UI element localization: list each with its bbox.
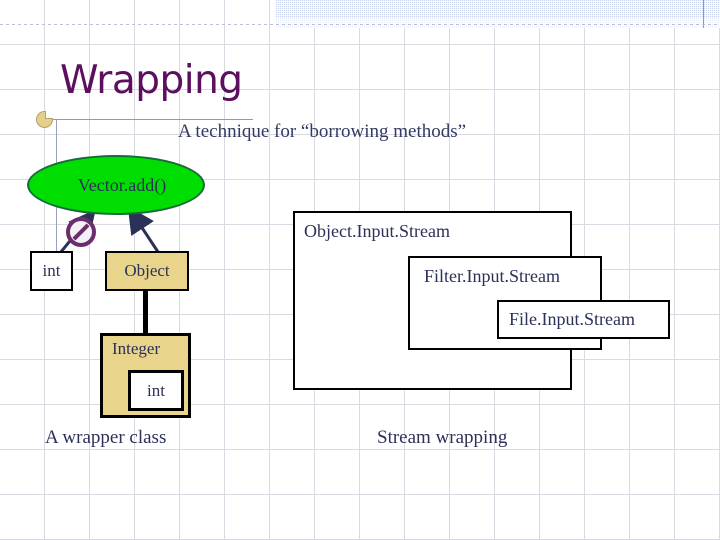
vector-add-ellipse: Vector.add() [27,155,205,215]
box-filter-input-stream-label: Filter.Input.Stream [424,266,560,286]
box-object-label: Object [124,261,170,280]
header-band-vertical-rule [703,0,704,28]
box-object-input-stream-label: Object.Input.Stream [304,221,450,241]
caption-stream-wrapping: Stream wrapping [377,427,508,448]
bullet-dot-icon [36,111,53,128]
ellipse-label: Vector.add() [77,174,167,195]
box-file-input-stream-label: File.Input.Stream [509,309,635,329]
box-int-top-label: int [42,261,61,280]
box-int-nested: int [128,370,184,411]
caption-wrapper-class: A wrapper class [45,427,167,448]
header-band [275,0,720,18]
no-entry-icon [66,217,96,247]
box-integer-label: Integer [112,339,161,358]
bullet-rule [48,119,253,120]
box-object: Object [105,251,189,291]
subtitle: A technique for “borrowing methods” [178,121,467,142]
header-band-horizontal-rule [0,24,720,25]
header-band-lower [275,18,720,28]
box-file-input-stream: File.Input.Stream [497,300,670,339]
box-int-nested-label: int [147,380,165,400]
object-integer-connector [143,291,148,333]
page-title: Wrapping [60,58,243,103]
box-int-top: int [30,251,73,291]
